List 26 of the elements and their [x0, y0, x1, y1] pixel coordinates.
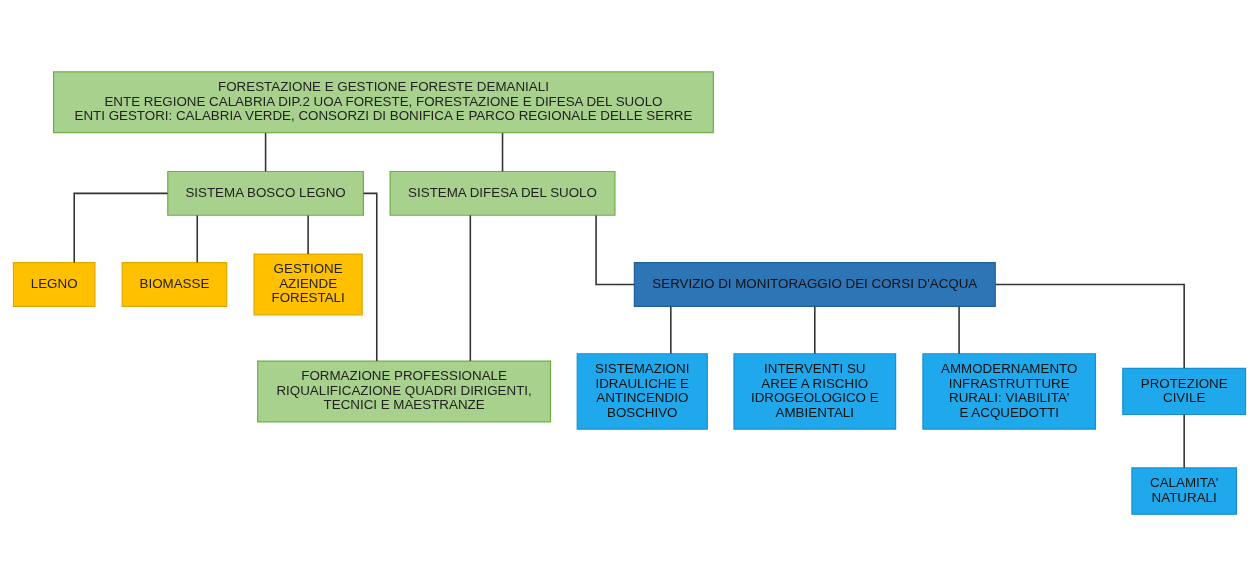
connector	[469, 214, 472, 362]
node-box: FORMAZIONE PROFESSIONALE RIQUALIFICAZIONE QUADRI DIRIGENTI, TECNICI E MAESTRANZE	[257, 360, 552, 423]
connector	[1183, 413, 1185, 469]
node-box: LEGNO	[12, 262, 96, 307]
node-box: INTERVENTI SU AREE A RISCHIO IDROGEOLOGICO E AMBIENTALI	[733, 353, 897, 430]
connector	[73, 192, 169, 264]
node-box: FORESTAZIONE E GESTIONE FORESTE DEMANIALI ENTE REGIONE CALABRIA DIP.2 UOA FORESTE, FORESTAZIONE E DIFESA DEL SUOLO ENTI GESTORI: CALABRIA VERDE, CONSORZI DI BONIFICA E PARCO REGIONALE DELLE SERRE	[52, 71, 714, 134]
node-box: AMMODERNAMENTO INFRASTRUTTURE RURALI: VIABILITA' E ACQUEDOTTI	[922, 353, 1097, 430]
node-box: BIOMASSE	[121, 262, 228, 307]
connector	[670, 305, 672, 355]
connector	[814, 305, 816, 355]
node-box: SERVIZIO DI MONITORAGGIO DEI CORSI D'ACQUA	[633, 262, 996, 307]
connector	[994, 283, 1185, 369]
node-box: GESTIONE AZIENDE FORESTALI	[253, 253, 363, 316]
connector	[196, 214, 199, 264]
connector	[362, 192, 378, 362]
connector	[264, 132, 267, 173]
connector	[307, 214, 309, 255]
node-box: PROTEZIONE CIVILE	[1122, 367, 1247, 416]
node-box: SISTEMAZIONI IDRAULICHE E ANTINCENDIO BOSCHIVO	[576, 353, 708, 430]
connector	[501, 132, 504, 173]
node-box: CALAMITA' NATURALI	[1131, 467, 1238, 515]
node-box: SISTEMA BOSCO LEGNO	[167, 170, 364, 216]
node-box: SISTEMA DIFESA DEL SUOLO	[389, 170, 616, 216]
connector	[958, 305, 960, 355]
connector	[595, 214, 635, 286]
